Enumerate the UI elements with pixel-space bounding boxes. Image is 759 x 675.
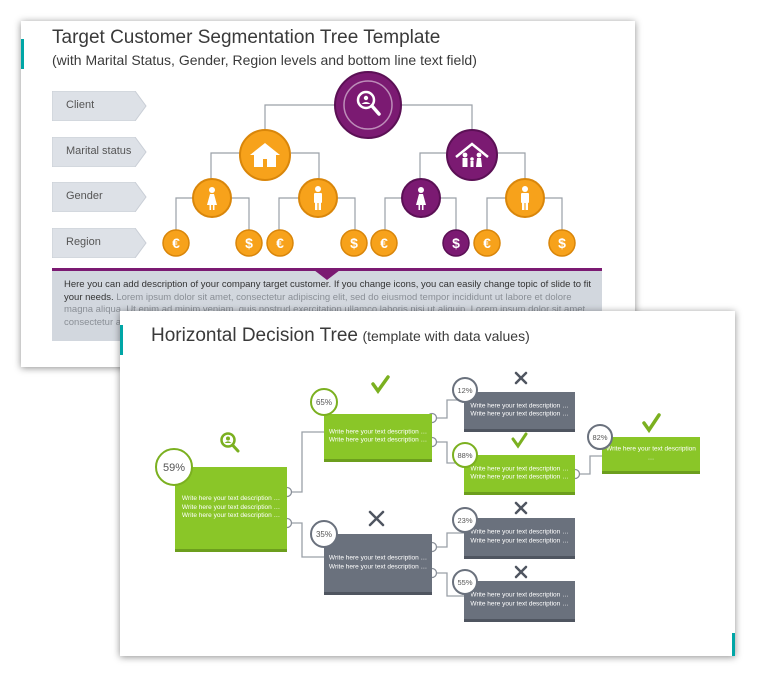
level-label-region: Region bbox=[52, 228, 147, 258]
level-label-text: Client bbox=[66, 99, 95, 111]
node-text: Write here your text description … bbox=[606, 445, 696, 461]
marital-family-node bbox=[446, 129, 498, 181]
marital-single-node bbox=[239, 129, 291, 181]
slide-title-suffix: (template with data values) bbox=[362, 328, 530, 344]
segmentation-tree: € $ € $ € $ € $ bbox=[162, 71, 576, 257]
euro-icon: € bbox=[172, 235, 180, 251]
dollar-icon: $ bbox=[350, 235, 358, 251]
decision-tree-slide: Horizontal Decision Tree (template with … bbox=[120, 311, 735, 656]
dollar-icon: $ bbox=[558, 235, 566, 251]
gender-node-man bbox=[298, 178, 338, 218]
euro-icon: € bbox=[483, 235, 491, 251]
description-lorem: Lorem ipsum dolor sit amet, consectetur … bbox=[64, 291, 588, 328]
search-person-icon bbox=[220, 432, 240, 453]
dollar-icon: $ bbox=[452, 235, 460, 251]
description-pointer bbox=[314, 270, 340, 280]
gender-node-woman bbox=[401, 178, 441, 218]
decision-box-82[interactable]: Write here your text description … bbox=[602, 437, 700, 474]
node-text: Write here your text description … Write… bbox=[470, 528, 569, 544]
slide-accent-bar bbox=[21, 39, 24, 69]
description-main: Here you can add description of your com… bbox=[64, 279, 592, 303]
slide-accent-bar bbox=[120, 325, 123, 355]
node-text: Write here your text description … Write… bbox=[470, 401, 569, 418]
slide-title: Horizontal Decision Tree (template with … bbox=[151, 325, 530, 347]
region-node: € bbox=[266, 229, 294, 257]
search-person-icon bbox=[356, 90, 381, 116]
decision-box-55[interactable]: Write here your text description … Write… bbox=[464, 581, 575, 622]
region-node: € bbox=[162, 229, 190, 257]
region-node: $ bbox=[235, 229, 263, 257]
cross-icon bbox=[514, 501, 528, 515]
region-node: € bbox=[370, 229, 398, 257]
check-icon bbox=[642, 413, 661, 434]
client-node bbox=[334, 71, 402, 139]
node-text: Write here your text description … Write… bbox=[328, 554, 428, 570]
region-node: $ bbox=[340, 229, 368, 257]
region-node: € bbox=[473, 229, 501, 257]
level-label-text: Marital status bbox=[66, 145, 132, 157]
decision-box-88[interactable]: Write here your text description … Write… bbox=[464, 455, 575, 495]
slide-title-main: Horizontal Decision Tree bbox=[151, 325, 358, 346]
gender-node-woman bbox=[192, 178, 232, 218]
cross-icon bbox=[514, 565, 528, 579]
woman-icon bbox=[416, 187, 426, 210]
gender-node-man bbox=[505, 178, 545, 218]
man-icon bbox=[314, 186, 322, 210]
slide-title: Target Customer Segmentation Tree Templa… bbox=[52, 27, 441, 48]
house-icon bbox=[250, 143, 280, 167]
slide-accent-bar bbox=[732, 633, 735, 656]
family-house-icon bbox=[455, 142, 489, 167]
root-decision-box[interactable]: Write here your text description … Write… bbox=[175, 467, 287, 552]
tree-connectors bbox=[175, 104, 563, 232]
dollar-icon: $ bbox=[245, 235, 253, 251]
euro-icon: € bbox=[276, 235, 284, 251]
check-icon bbox=[511, 432, 528, 449]
level-label-marital-status: Marital status bbox=[52, 137, 147, 167]
cross-icon bbox=[368, 510, 385, 527]
euro-icon: € bbox=[380, 235, 388, 251]
region-node: $ bbox=[442, 229, 470, 257]
man-icon bbox=[521, 186, 529, 210]
node-text: Write here your text description … Write… bbox=[470, 591, 569, 607]
level-label-text: Gender bbox=[66, 190, 103, 202]
description-text: Here you can add description of your com… bbox=[64, 279, 594, 329]
node-text: Write here your text description … Write… bbox=[328, 427, 428, 444]
cross-icon bbox=[514, 371, 528, 385]
decision-box-12[interactable]: Write here your text description … Write… bbox=[464, 392, 575, 432]
region-node: $ bbox=[548, 229, 576, 257]
node-text: Write here your text description … Write… bbox=[470, 464, 569, 481]
level-label-gender: Gender bbox=[52, 182, 147, 212]
decision-box-35[interactable]: Write here your text description … Write… bbox=[324, 534, 432, 595]
woman-icon bbox=[207, 187, 217, 210]
slide-subtitle: (with Marital Status, Gender, Region lev… bbox=[52, 52, 477, 68]
node-text: Write here your text description … Write… bbox=[181, 495, 281, 520]
check-icon bbox=[371, 375, 390, 395]
level-label-text: Region bbox=[66, 236, 101, 248]
decision-box-23[interactable]: Write here your text description … Write… bbox=[464, 518, 575, 559]
level-label-client: Client bbox=[52, 91, 147, 121]
decision-box-65[interactable]: Write here your text description … Write… bbox=[324, 414, 432, 462]
